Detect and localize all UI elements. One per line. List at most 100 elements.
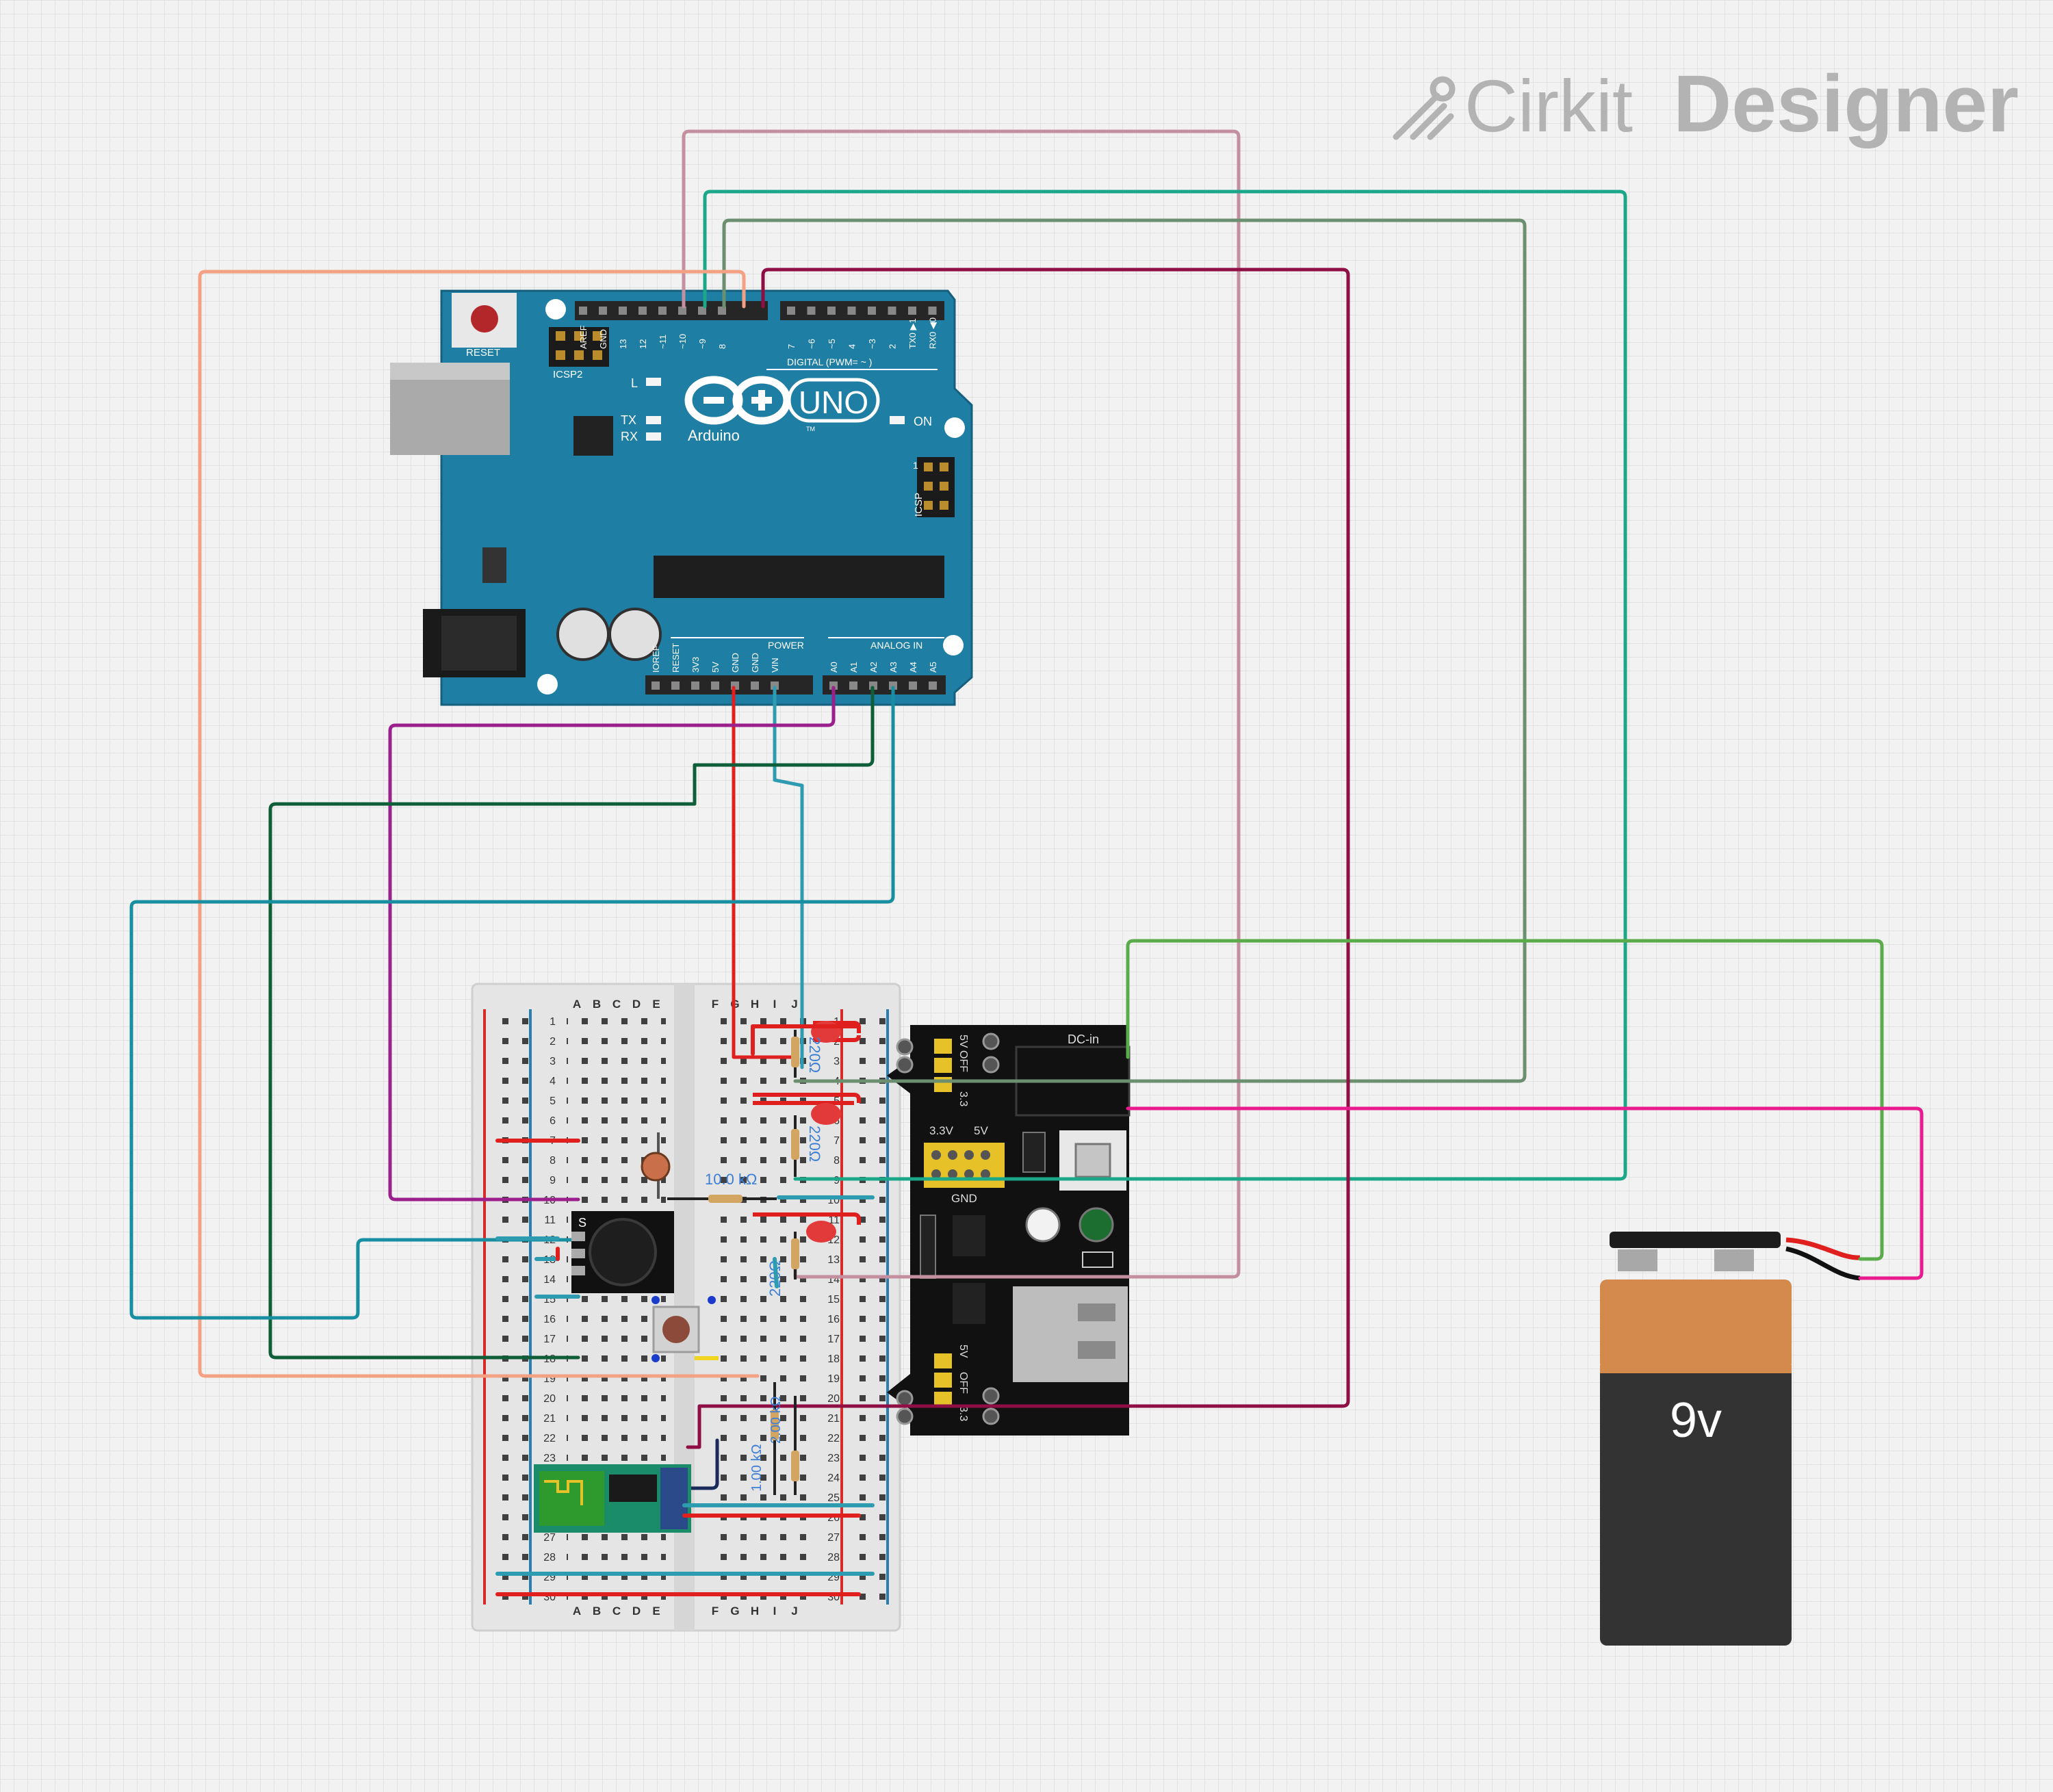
- icsp-pin1-label: 1: [913, 460, 918, 471]
- top-33-label: 3.3: [957, 1091, 969, 1106]
- breadboard-row-label: 4: [550, 1076, 556, 1087]
- wire-a2-to-button[interactable]: [268, 686, 875, 1360]
- arduino-uno-board[interactable]: RESET ICSP2 L TX RX ON UNO Arduino: [390, 289, 973, 706]
- breadboard-column-label: J: [791, 1605, 797, 1618]
- breadboard-column-label: H: [751, 1605, 759, 1618]
- wire-hc05-tx[interactable]: [686, 1438, 719, 1490]
- breadboard-row-label: 22: [543, 1433, 556, 1444]
- wire-pin9-to-breadboard[interactable]: [198, 270, 760, 1378]
- top-pin[interactable]: [787, 307, 795, 315]
- analog-label: ANALOG IN: [870, 640, 922, 651]
- breadboard-row-label: 17: [543, 1334, 556, 1345]
- breadboard-row-label: 19: [827, 1373, 840, 1385]
- breadboard-row-label: 8: [834, 1155, 840, 1167]
- top-pin[interactable]: [807, 307, 816, 315]
- bottom-pin[interactable]: [889, 681, 897, 690]
- breadboard-row-label: 27: [543, 1532, 556, 1544]
- bottom-pin-label: GND: [730, 653, 740, 673]
- top-5v-label: 5V: [957, 1035, 969, 1048]
- breadboard-jumpers[interactable]: [495, 1024, 875, 1596]
- top-pin-label: GND: [598, 329, 608, 349]
- top-pin[interactable]: [888, 307, 896, 315]
- voltage-divider-resistors[interactable]: 1.00 kΩ 2.00 kΩ: [749, 1382, 799, 1495]
- top-pin[interactable]: [908, 307, 916, 315]
- wire-gnd-to-breadboard[interactable]: [773, 686, 804, 1069]
- bottom-pin[interactable]: [929, 681, 937, 690]
- top-pin[interactable]: [599, 307, 607, 315]
- bottom-pin-label: GND: [750, 653, 760, 673]
- led-tx-label: TX: [621, 413, 636, 427]
- 9v-battery[interactable]: 9v: [924, 1232, 1861, 1646]
- push-button[interactable]: [651, 1296, 719, 1362]
- breadboard-row-label: 21: [543, 1413, 556, 1425]
- left-power-rails[interactable]: [489, 1011, 529, 1607]
- red-led-3[interactable]: [753, 1212, 861, 1243]
- top-pin[interactable]: [868, 307, 876, 315]
- wire-a0-to-ldr[interactable]: [388, 686, 836, 1202]
- brand-name-bold: Designer: [1673, 59, 2019, 149]
- resistor-10k[interactable]: 10.0 kΩ: [667, 1171, 777, 1203]
- buzzer-module[interactable]: S: [571, 1211, 674, 1293]
- wire-a3-to-buzzer[interactable]: [129, 686, 895, 1320]
- top-pin[interactable]: [698, 307, 706, 315]
- breadboard-row-label: 23: [827, 1453, 840, 1464]
- breadboard-row-label: 15: [827, 1294, 840, 1306]
- red-led-2[interactable]: [753, 1093, 861, 1125]
- icsp2-label: ICSP2: [553, 369, 582, 380]
- wire-pin12-to-breadboard[interactable]: [682, 129, 1241, 1279]
- bottom-pin[interactable]: [671, 681, 680, 690]
- breadboard-column-label: J: [791, 998, 797, 1011]
- wire-power-module-to-battery-negative[interactable]: [1126, 1106, 1924, 1280]
- resistor-220-2[interactable]: 220Ω: [791, 1115, 823, 1177]
- breadboard-row-label: 1: [550, 1016, 556, 1028]
- atmega328-chip: [654, 556, 944, 598]
- ldr-photoresistor[interactable]: [641, 1132, 671, 1199]
- breadboard-row-label: 3: [834, 1056, 840, 1067]
- wires[interactable]: [129, 129, 1924, 1490]
- top-pin-label: 4: [847, 344, 857, 349]
- battery-terminal-negative: [1618, 1249, 1657, 1271]
- top-pin-label: 12: [638, 339, 648, 349]
- bottom-pin[interactable]: [691, 681, 699, 690]
- wire-power-module-to-battery-positive[interactable]: [1126, 939, 1884, 1261]
- breadboard-power-module[interactable]: DC-in 5V OFF 3.3 5V OFF 3.3 3.3V 5V GND: [887, 1025, 1131, 1436]
- breadboard-row-label: 8: [550, 1155, 556, 1167]
- top-pin[interactable]: [847, 307, 856, 315]
- bottom-pin[interactable]: [711, 681, 719, 690]
- power-switch[interactable]: [1022, 1132, 1046, 1173]
- bottom-pin[interactable]: [829, 681, 838, 690]
- top-pin[interactable]: [658, 307, 667, 315]
- bottom-pin[interactable]: [909, 681, 917, 690]
- resistor-220-2-label: 220Ω: [806, 1126, 823, 1162]
- wire-pin8-to-power-module[interactable]: [686, 268, 1350, 1449]
- bottom-pin[interactable]: [771, 681, 779, 690]
- hc05-bluetooth-module[interactable]: [534, 1464, 691, 1533]
- breadboard-column-label: C: [612, 1605, 621, 1618]
- breadboard-row-label: 9: [550, 1175, 556, 1186]
- wire-pin11-to-breadboard[interactable]: [703, 190, 1627, 1181]
- top-pin[interactable]: [718, 307, 726, 315]
- top-pin[interactable]: [928, 307, 937, 315]
- bottom-5v-label: 5V: [957, 1345, 969, 1358]
- voltage-select-header[interactable]: [924, 1143, 1005, 1188]
- wire-5v-to-breadboard[interactable]: [732, 686, 797, 1059]
- breadboard-column-label: H: [751, 998, 759, 1011]
- top-pin[interactable]: [827, 307, 836, 315]
- breadboard-row-label: 24: [827, 1472, 840, 1484]
- bottom-pin[interactable]: [651, 681, 660, 690]
- top-pin[interactable]: [678, 307, 686, 315]
- top-pin[interactable]: [579, 307, 587, 315]
- digital-header-low: [780, 301, 944, 320]
- breadboard-row-label: 28: [827, 1552, 840, 1563]
- top-pin[interactable]: [619, 307, 627, 315]
- top-pin[interactable]: [638, 307, 647, 315]
- top-pin-label: 8: [717, 344, 727, 349]
- wire-pin10-to-breadboard[interactable]: [722, 218, 1527, 1083]
- bottom-pin[interactable]: [849, 681, 857, 690]
- resistor-1k-label: 1.00 kΩ: [749, 1444, 764, 1492]
- bottom-pin[interactable]: [751, 681, 759, 690]
- resistor-220-1[interactable]: 220Ω: [791, 1030, 823, 1078]
- top-pin-label: ~3: [867, 339, 877, 349]
